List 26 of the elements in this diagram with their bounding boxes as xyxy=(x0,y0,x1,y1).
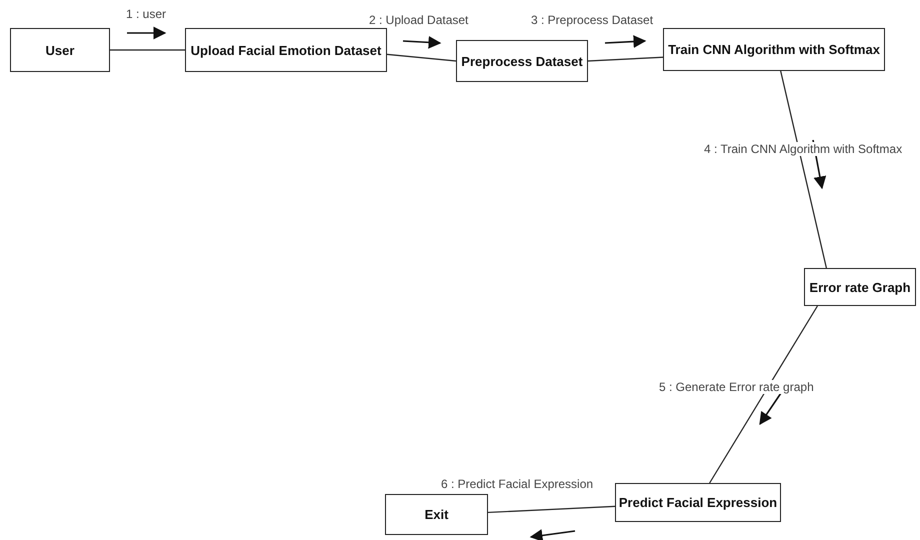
object-name: Error rate Graph xyxy=(809,280,911,294)
object-name: Preprocess Dataset xyxy=(461,54,583,68)
object-box xyxy=(10,28,110,72)
connector-line xyxy=(110,49,185,51)
object-box xyxy=(385,494,488,535)
message-label: 1 : user xyxy=(125,7,168,21)
object-box xyxy=(615,483,781,522)
object-name: Predict Facial Expression xyxy=(618,495,778,510)
message-label: 5 : Generate Error rate graph xyxy=(658,380,815,394)
connector-line xyxy=(588,56,664,62)
object-name: Exit xyxy=(424,507,448,522)
object-box xyxy=(804,268,916,306)
connector-line xyxy=(488,506,616,514)
object-box xyxy=(663,28,885,71)
connector-line xyxy=(386,54,456,62)
message-label: 2 : Upload Dataset xyxy=(368,13,470,27)
object-name: Train CNN Algorithm with Softmax xyxy=(668,42,880,57)
object-box xyxy=(456,40,588,82)
connector-line xyxy=(709,306,818,484)
connector-line xyxy=(780,70,827,268)
object-name: Upload Facial Emotion Dataset xyxy=(190,42,382,58)
message-label: 4 : Train CNN Algorithm with Softmax xyxy=(703,142,904,156)
message-label: 3 : Preprocess Dataset xyxy=(530,13,654,27)
object-name: User xyxy=(46,42,74,58)
message-label: 6 : Predict Facial Expression xyxy=(440,477,594,491)
object-box xyxy=(185,28,387,72)
